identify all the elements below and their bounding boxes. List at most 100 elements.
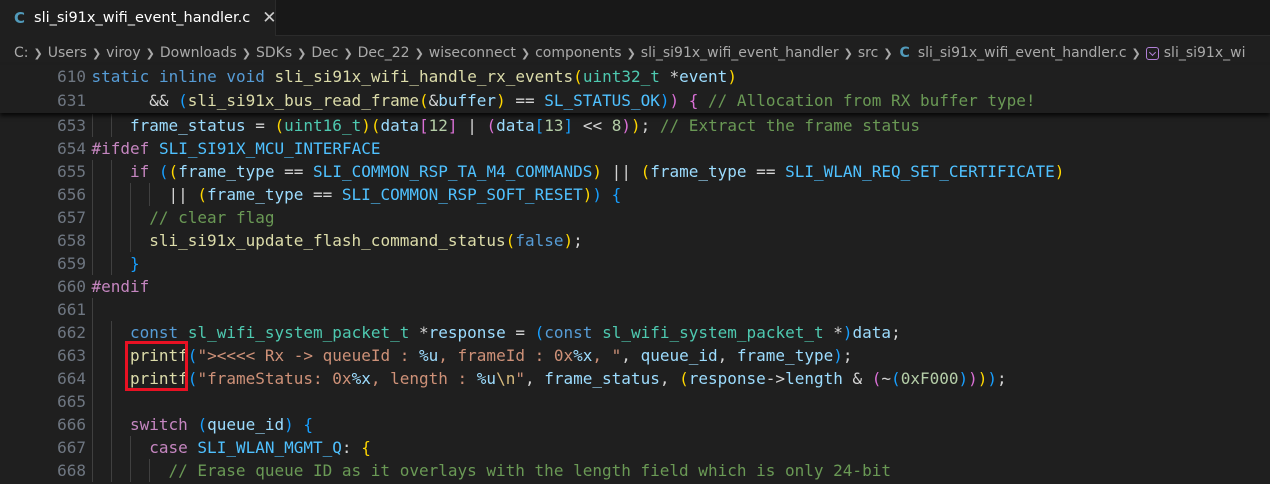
code-token: ) [727,67,737,86]
code-token: if [130,162,150,181]
code-token: #endif [91,277,150,296]
highlight-box [125,341,188,391]
line-content[interactable]: printf("><<<< Rx -> queueId : %u, frameI… [91,344,853,367]
breadcrumb-label[interactable]: Dec [311,45,339,61]
line-content[interactable]: const sl_wifi_system_packet_t *response … [91,321,901,344]
editor-tab[interactable]: C sli_si91x_wifi_event_handler.c ✕ [0,0,276,36]
line-content[interactable] [91,390,131,413]
breadcrumb-item[interactable]: viroy [106,45,140,61]
breadcrumb-item[interactable]: Downloads [160,45,237,61]
code-line[interactable]: 631&& (sli_si91x_bus_read_frame(&buffer)… [0,89,1270,113]
breadcrumb-item[interactable]: src [858,45,878,61]
breadcrumb-label[interactable]: SDKs [255,45,293,61]
breadcrumb-item[interactable]: C: [14,45,29,61]
line-content[interactable]: switch (queue_id) { [91,413,313,436]
breadcrumb-label[interactable]: wiseconnect [428,45,516,61]
line-content[interactable]: #ifdef SLI_SI91X_MCU_INTERFACE [92,137,381,160]
breadcrumb-item[interactable]: wiseconnect [429,45,516,61]
breadcrumb-label[interactable]: viroy [106,45,141,61]
breadcrumb-item[interactable]: sli_si91x_wifi_event_handler [641,45,839,61]
indent-guide [130,436,149,459]
code-token: \n [496,369,516,388]
line-content[interactable]: printf("frameStatus: 0x%x, length : %u\n… [91,367,1007,390]
indent-guide [110,160,130,183]
breadcrumb-label[interactable]: components [535,45,622,61]
code-token: ) [496,91,506,110]
code-line[interactable]: 665 [0,390,1270,413]
code-token: sl_wifi_system_packet_t [602,323,824,342]
code-token: { [688,91,699,110]
code-token: == [274,162,314,181]
breadcrumb-item[interactable]: Users [48,45,87,61]
code-token [217,67,227,86]
code-token: %u [419,346,439,365]
breadcrumb-item[interactable]: Dec [311,45,338,61]
code-line[interactable]: 668// Erase queue ID as it overlays with… [0,459,1270,482]
breadcrumb-label[interactable]: C: [14,45,29,61]
code-token: -> [765,369,786,388]
line-content[interactable]: #endif [92,275,150,298]
code-token: == [746,162,786,181]
breadcrumb-label[interactable]: Downloads [159,45,237,61]
breadcrumb-label[interactable]: Users [47,45,87,61]
line-content[interactable]: sli_si91x_update_flash_command_status(fa… [91,229,583,252]
tab-label[interactable]: sli_si91x_wifi_event_handler.c [34,10,251,26]
code-line[interactable]: 654#ifdef SLI_SI91X_MCU_INTERFACE [0,137,1270,160]
breadcrumb-label[interactable]: src [857,45,879,61]
code-token: data [380,116,420,135]
breadcrumb-label[interactable]: Dec_22 [357,45,410,61]
line-content[interactable]: && (sli_si91x_bus_read_frame(&buffer) ==… [92,89,1035,113]
code-line[interactable]: 659} [0,252,1270,275]
line-content[interactable]: } [91,252,140,275]
breadcrumb-item[interactable]: components [535,45,622,61]
breadcrumb-item[interactable]: Dec_22 [358,45,410,61]
line-number: 662 [57,323,86,342]
code-token: SL_STATUS_OK [544,91,660,110]
line-content[interactable]: static inline void sli_si91x_wifi_handle… [92,65,737,89]
code-line[interactable]: 662 const sl_wifi_system_packet_t *respon… [0,321,1270,344]
breadcrumb-label[interactable]: sli_si91x_wifi_event_handler.c [917,45,1127,61]
code-token: ) [563,231,574,250]
line-content[interactable]: if ((frame_type == SLI_COMMON_RSP_TA_M4_… [91,160,1064,183]
breadcrumb-item[interactable]: SDKs [256,45,292,61]
breadcrumb-item[interactable]: sli_si91x_wi [1145,45,1246,61]
code-line[interactable]: 656|| (frame_type == SLI_COMMON_RSP_SOFT… [0,183,1270,206]
close-icon[interactable]: ✕ [262,8,277,28]
line-content[interactable]: frame_status = (uint16_t)(data[12] | (da… [91,114,920,137]
line-number: 660 [57,277,86,296]
line-number: 665 [57,392,86,411]
code-token: ( [274,116,285,135]
code-token: == [505,91,545,110]
code-token: ) [968,369,978,388]
indent-guide [91,390,111,413]
code-line[interactable]: 661 [0,298,1270,321]
code-token: event [679,67,728,86]
line-content[interactable]: || (frame_type == SLI_COMMON_RSP_SOFT_RE… [91,183,621,206]
line-content[interactable]: // clear flag [91,206,274,229]
breadcrumb-label[interactable]: sli_si91x_wi [1163,45,1246,61]
line-content[interactable]: // Erase queue ID as it overlays with th… [91,459,891,482]
line-content[interactable]: case SLI_WLAN_MGMT_Q: { [91,436,371,459]
indent-guide [149,459,168,482]
code-token: ( [168,162,179,181]
code-line[interactable]: 657// clear flag [0,206,1270,229]
code-token: ) [659,91,670,110]
code-token [602,185,612,204]
indent-guide [110,459,130,482]
code-token [294,415,304,434]
breadcrumb-label[interactable]: sli_si91x_wifi_event_handler [640,45,839,61]
code-token: || [602,162,641,181]
line-content[interactable] [91,298,111,321]
code-line[interactable]: 660 #endif [0,275,1270,298]
indent-guide [110,390,130,413]
